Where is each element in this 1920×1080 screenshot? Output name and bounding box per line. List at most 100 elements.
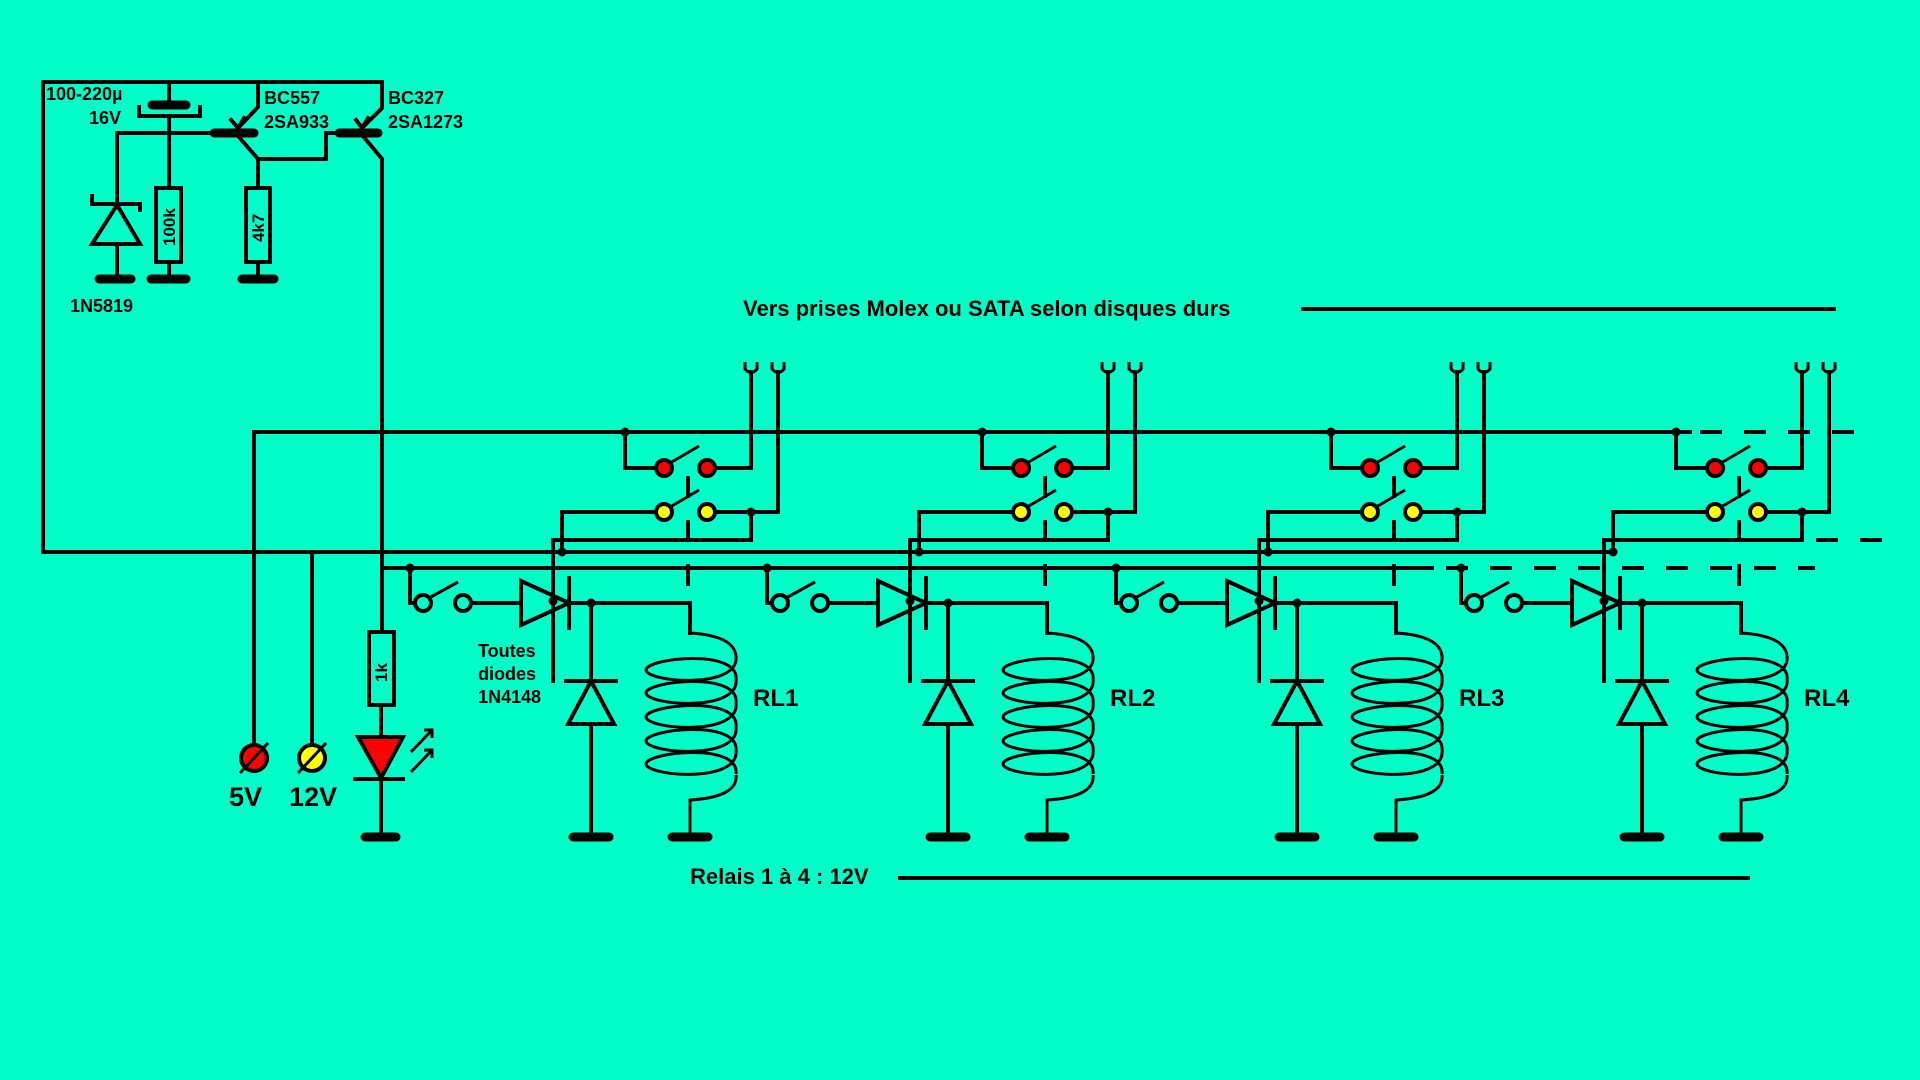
contact-wire-5v: [623, 430, 654, 470]
q2-label-1: BC327: [388, 88, 444, 108]
contact-lever-icon: [1375, 444, 1406, 509]
relay-contact-icon: [1403, 458, 1423, 478]
coil-node-wire: [1273, 601, 1398, 635]
junction-dot: [914, 547, 924, 557]
junction-dot: [1637, 598, 1647, 608]
junction-dot: [620, 427, 630, 437]
connector-icon: [1449, 362, 1465, 374]
footer-note: Relais 1 à 4 : 12V: [690, 864, 869, 889]
connector-icon: [743, 362, 759, 374]
connector-icon: [770, 362, 786, 374]
junction-dot: [1103, 507, 1113, 517]
resistor-4k7: [237, 186, 279, 284]
junction-dot: [1111, 563, 1121, 573]
relay-contact-icon: [697, 458, 717, 478]
junction-dot: [586, 598, 596, 608]
switch-terminal-icon: [413, 593, 433, 613]
relay-contact-icon: [1011, 502, 1031, 522]
relay-contact-icon: [1360, 502, 1380, 522]
relay-contact-icon: [1054, 458, 1074, 478]
led-icon: [353, 728, 434, 842]
relay-contact-icon: [1705, 502, 1725, 522]
series-diode-icon: [1225, 576, 1280, 630]
relay-coil-icon: [1695, 631, 1789, 837]
relay-contact-icon: [1748, 458, 1768, 478]
switch-terminal-icon: [453, 593, 473, 613]
relay-coil-icon: [1350, 631, 1444, 837]
capacitor-value-label: 100-220µ: [46, 84, 122, 104]
q1-collector-wire: [256, 131, 339, 190]
connector-wire-12v: [1423, 370, 1486, 514]
relay-contact-icon: [1748, 502, 1768, 522]
power-control-section: 100-220µ 16V 1N5819 100k BC557 2SA933: [41, 80, 1875, 889]
contact-feed-wire: [908, 510, 1110, 603]
contact-wire-12v: [560, 510, 654, 554]
switch-terminal-icon: [770, 593, 790, 613]
relay-label: RL4: [1804, 685, 1850, 712]
header-note: Vers prises Molex ou SATA selon disques …: [743, 296, 1230, 321]
switch-wire: [1459, 566, 1468, 605]
relay-contact-icon: [1403, 502, 1423, 522]
freewheel-diode-icon: [551, 599, 618, 839]
switch-terminal-icon: [1464, 593, 1484, 613]
coil-node-wire: [924, 601, 1049, 635]
relay-contact-icon: [1054, 502, 1074, 522]
schottky-label: 1N5819: [70, 296, 133, 316]
top-rail-wire: [41, 80, 384, 554]
junction-dot: [1254, 596, 1264, 606]
contact-wire-5v: [1329, 430, 1360, 470]
switch-lever-icon: [1134, 580, 1165, 600]
transistor-q1-icon: [209, 80, 261, 162]
freewheel-diode-icon: [908, 599, 975, 839]
junction-dot: [943, 598, 953, 608]
series-diode-icon: [1570, 576, 1625, 630]
junction-dot: [1263, 547, 1273, 557]
relay-contact-icon: [1011, 458, 1031, 478]
q1-label-2: 2SA933: [264, 112, 329, 132]
freewheel-diode-icon: [1257, 599, 1324, 839]
junction-dot: [905, 596, 915, 606]
switch-wire: [765, 566, 774, 605]
schottky-diode-icon: [88, 194, 144, 284]
relay-channel-4: RL4: [1456, 362, 1895, 842]
coil-node-wire: [567, 601, 692, 635]
relay-contact-icon: [654, 502, 674, 522]
junction-dot: [1797, 507, 1807, 517]
diodes-note-1: Toutes: [478, 641, 536, 661]
switch-lever-icon: [785, 580, 816, 600]
junction-dot: [977, 427, 987, 437]
resistor-1k-label: 1k: [372, 663, 391, 682]
series-diode-icon: [876, 576, 931, 630]
contact-wire-12v: [1266, 510, 1360, 554]
contact-feed-wire: [551, 510, 753, 603]
switch-terminal-icon: [1119, 593, 1139, 613]
connector-icon: [1100, 362, 1116, 374]
switch-terminal-icon: [1504, 593, 1524, 613]
connector-wire-12v: [1768, 370, 1831, 514]
connector-wire-5v: [717, 370, 753, 470]
contact-lever-icon: [1720, 444, 1751, 509]
contact-lever-icon: [669, 444, 700, 509]
junction-dot: [746, 507, 756, 517]
connector-icon: [1794, 362, 1810, 374]
switch-terminal-icon: [810, 593, 830, 613]
relay-contact-icon: [1360, 458, 1380, 478]
junction-dot: [548, 596, 558, 606]
connector-icon: [1127, 362, 1143, 374]
switch-lever-icon: [428, 580, 459, 600]
relay-channel-1: RL1: [405, 362, 798, 842]
junction-dot: [762, 563, 772, 573]
connector-wire-5v: [1423, 370, 1459, 470]
switch-terminal-icon: [1159, 593, 1179, 613]
junction-dot: [1671, 427, 1681, 437]
contact-wire-12v: [917, 510, 1011, 554]
q2-label-2: 2SA1273: [388, 112, 463, 132]
diodes-note-2: diodes: [478, 664, 536, 684]
diodes-note-3: 1N4148: [478, 687, 541, 707]
freewheel-diode-icon: [1602, 599, 1669, 839]
12v-label: 12V: [289, 782, 337, 812]
5v-label: 5V: [229, 782, 262, 812]
relay-channel-3: RL3: [1111, 362, 1504, 842]
q1-label-1: BC557: [264, 88, 320, 108]
